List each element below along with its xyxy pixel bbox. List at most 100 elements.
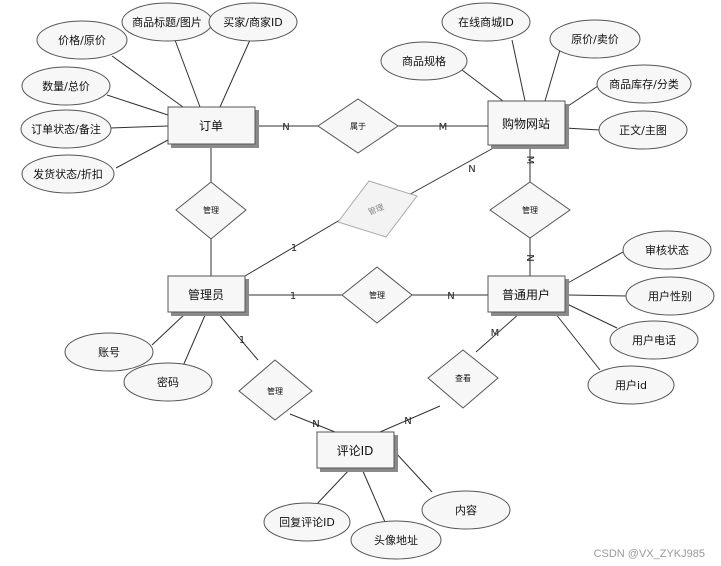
relationship-admin-order-label: 管理 bbox=[203, 205, 219, 215]
relationship-user-comment-label: 查看 bbox=[455, 373, 471, 383]
line-site-price bbox=[544, 49, 561, 102]
card-order-belongs: N bbox=[282, 122, 289, 133]
line-admin-account bbox=[151, 312, 187, 346]
relationship-user-comment[interactable]: 查看 bbox=[427, 349, 499, 409]
entity-user-label: 普通用户 bbox=[502, 287, 550, 302]
line-rel3-comment bbox=[289, 413, 336, 433]
attr-site-spec-label: 商品规格 bbox=[402, 54, 446, 68]
attr-order-buyer[interactable]: 买家/商家ID bbox=[208, 2, 298, 42]
attr-comment-content-label: 内容 bbox=[455, 503, 477, 517]
attr-comment-avatar[interactable]: 头像地址 bbox=[350, 520, 442, 560]
attr-site-stock-label: 商品库存/分类 bbox=[609, 77, 679, 91]
attr-user-review[interactable]: 审核状态 bbox=[622, 230, 712, 270]
relationship-admin-site[interactable]: 管理 bbox=[337, 180, 418, 238]
line-faded-site bbox=[404, 145, 498, 198]
entity-site-label: 购物网站 bbox=[502, 116, 550, 131]
card-user-admin: N bbox=[447, 291, 454, 302]
card-user-comment: M bbox=[491, 328, 500, 339]
line-view-comment bbox=[379, 405, 441, 433]
relationship-belongs[interactable]: 属于 bbox=[317, 98, 399, 154]
relationship-admin-comment[interactable]: 管理 bbox=[238, 359, 313, 421]
cardinality-labels: N M N 1 M N 1 N 1 N N M bbox=[239, 122, 535, 430]
entity-order[interactable]: 订单 bbox=[167, 106, 259, 148]
attr-order-buyer-label: 买家/商家ID bbox=[223, 15, 282, 29]
line-order-price bbox=[111, 55, 184, 108]
entity-admin[interactable]: 管理员 bbox=[167, 275, 249, 316]
card-site-admin-diag: N bbox=[468, 164, 475, 175]
entity-admin-label: 管理员 bbox=[188, 287, 224, 302]
attr-site-price[interactable]: 原价/卖价 bbox=[549, 19, 641, 59]
entity-comment[interactable]: 评论ID bbox=[316, 431, 398, 472]
card-comment-admin: N bbox=[312, 419, 319, 430]
entity-user[interactable]: 普通用户 bbox=[487, 275, 569, 316]
attr-user-id[interactable]: 用户id bbox=[587, 365, 675, 405]
card-admin-user: 1 bbox=[290, 291, 296, 302]
attr-user-id-label: 用户id bbox=[615, 378, 647, 392]
attr-site-id[interactable]: 在线商城ID bbox=[441, 2, 531, 42]
line-admin-rel3 bbox=[217, 312, 259, 361]
attr-user-phone-label: 用户电话 bbox=[632, 333, 676, 347]
attr-site-price-label: 原价/卖价 bbox=[571, 33, 619, 46]
line-user-phone bbox=[564, 302, 618, 329]
attr-comment-content[interactable]: 内容 bbox=[421, 490, 511, 530]
attr-comment-reply[interactable]: 回复评论ID bbox=[263, 502, 351, 542]
line-comment-avatar bbox=[361, 468, 386, 523]
entity-comment-label: 评论ID bbox=[337, 444, 374, 458]
attr-order-title[interactable]: 商品标题/图片 bbox=[121, 2, 213, 42]
relationship-site-user-label: 管理 bbox=[522, 205, 538, 215]
attr-admin-password-label: 密码 bbox=[157, 375, 179, 389]
line-site-spec bbox=[461, 69, 504, 102]
line-order-status bbox=[109, 125, 169, 129]
line-user-view bbox=[475, 312, 521, 353]
attr-site-id-label: 在线商城ID bbox=[458, 15, 514, 29]
line-user-gender bbox=[567, 294, 628, 297]
card-site-vertical: M bbox=[524, 156, 535, 165]
attr-site-spec[interactable]: 商品规格 bbox=[380, 41, 468, 81]
attr-order-status[interactable]: 订单状态/备注 bbox=[20, 109, 112, 149]
attr-order-ship[interactable]: 发货状态/折扣 bbox=[21, 154, 115, 194]
line-order-buyer bbox=[219, 39, 251, 108]
line-order-ship bbox=[115, 139, 169, 169]
line-comment-content bbox=[394, 451, 433, 493]
attr-order-title-label: 商品标题/图片 bbox=[132, 15, 202, 29]
attr-comment-reply-label: 回复评论ID bbox=[279, 515, 335, 529]
attr-admin-password[interactable]: 密码 bbox=[123, 362, 213, 402]
line-site-text bbox=[564, 127, 601, 131]
relationship-admin-comment-label: 管理 bbox=[267, 386, 283, 396]
line-admin-faded bbox=[244, 213, 351, 277]
line-comment-reply bbox=[314, 468, 351, 507]
entity-site[interactable]: 购物网站 bbox=[487, 100, 569, 149]
card-comment-user: N bbox=[404, 416, 411, 427]
attr-user-gender-label: 用户性别 bbox=[648, 289, 692, 303]
attr-comment-avatar-label: 头像地址 bbox=[374, 533, 418, 547]
relationship-admin-order[interactable]: 管理 bbox=[175, 181, 247, 240]
card-site-belongs: M bbox=[439, 122, 448, 133]
card-admin-site-diag: 1 bbox=[291, 243, 297, 254]
entity-order-label: 订单 bbox=[199, 119, 223, 133]
attr-site-stock[interactable]: 商品库存/分类 bbox=[596, 64, 692, 104]
attr-order-price[interactable]: 价格/原价 bbox=[36, 20, 128, 60]
attr-site-text[interactable]: 正文/主图 bbox=[598, 110, 688, 150]
attr-admin-account[interactable]: 账号 bbox=[64, 332, 154, 372]
line-user-id bbox=[554, 312, 601, 371]
attr-user-phone[interactable]: 用户电话 bbox=[609, 320, 699, 360]
connector-lines bbox=[106, 39, 628, 523]
attr-site-text-label: 正文/主图 bbox=[619, 123, 667, 137]
line-user-review bbox=[565, 251, 624, 285]
attr-order-status-label: 订单状态/备注 bbox=[31, 122, 101, 136]
relationship-admin-user[interactable]: 管理 bbox=[341, 266, 413, 324]
card-admin-comment-top: 1 bbox=[239, 335, 245, 346]
card-user-vertical: N bbox=[524, 254, 535, 261]
attr-order-price-label: 价格/原价 bbox=[58, 33, 106, 47]
relationship-belongs-label: 属于 bbox=[350, 122, 366, 131]
relationship-admin-user-label: 管理 bbox=[369, 290, 385, 300]
line-site-id bbox=[511, 39, 526, 102]
relationship-site-user[interactable]: 管理 bbox=[489, 181, 571, 239]
attr-admin-account-label: 账号 bbox=[98, 346, 120, 359]
attr-user-gender[interactable]: 用户性别 bbox=[625, 276, 715, 316]
attr-user-review-label: 审核状态 bbox=[645, 243, 689, 257]
attr-order-qty[interactable]: 数量/总价 bbox=[21, 66, 111, 106]
line-order-title bbox=[174, 39, 201, 108]
